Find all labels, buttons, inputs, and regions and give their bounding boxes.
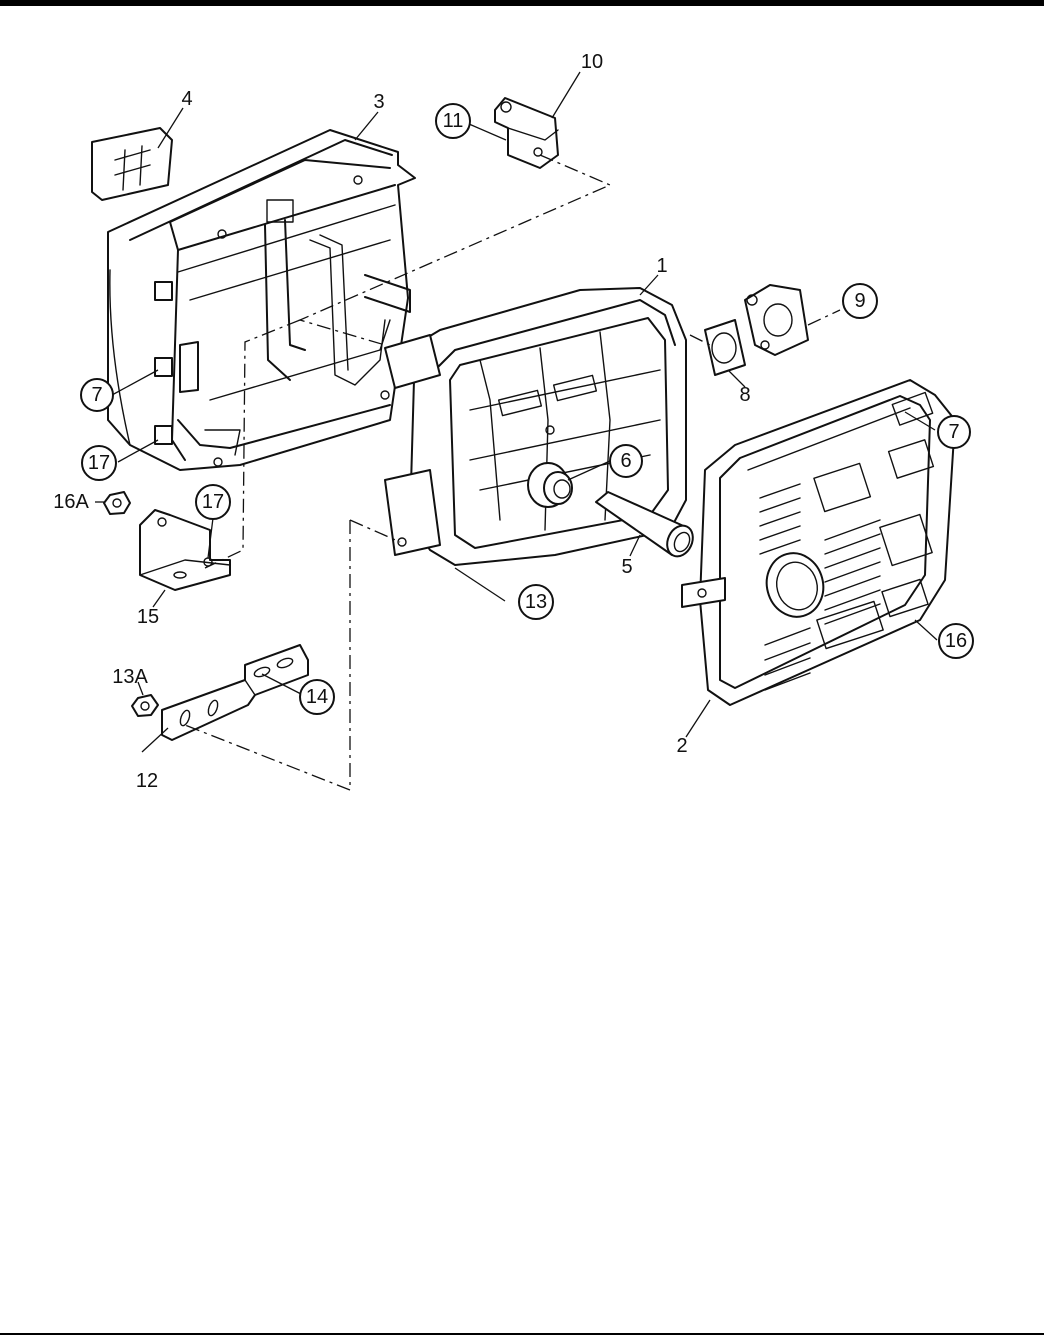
callout-13a: 13A [112, 666, 148, 688]
part-2-guard [682, 380, 955, 705]
callout-14: 14 [300, 680, 334, 714]
part-13a-nut [132, 695, 158, 716]
part-8-gasket [705, 320, 745, 375]
callout-6: 6 [610, 445, 642, 477]
svg-text:16A: 16A [53, 491, 89, 513]
svg-text:17: 17 [202, 491, 224, 513]
callout-16a: 16A [53, 491, 89, 513]
part-15-bracket [140, 510, 230, 590]
svg-text:13A: 13A [112, 666, 148, 688]
part-16a-nut [104, 492, 130, 514]
callout-8: 8 [739, 384, 750, 406]
callout-7-right: 7 [938, 416, 970, 448]
callout-9: 9 [843, 284, 877, 318]
callout-16: 16 [939, 624, 973, 658]
callout-7-left: 7 [81, 379, 113, 411]
callout-12: 12 [136, 770, 158, 792]
svg-text:16: 16 [945, 630, 967, 652]
callout-5: 5 [621, 556, 632, 578]
svg-text:4: 4 [181, 88, 192, 110]
callout-15: 15 [137, 606, 159, 628]
svg-text:12: 12 [136, 770, 158, 792]
svg-text:2: 2 [676, 735, 687, 757]
callout-17-left: 17 [82, 446, 116, 480]
part-10-11-bracket [495, 98, 558, 168]
svg-text:10: 10 [581, 51, 603, 73]
svg-text:7: 7 [91, 384, 102, 406]
svg-text:11: 11 [443, 110, 464, 132]
callout-11: 11 [436, 104, 470, 138]
part-12-14-bracket [162, 645, 308, 740]
svg-text:15: 15 [137, 606, 159, 628]
part-9-flange [745, 285, 808, 355]
svg-text:7: 7 [948, 421, 959, 443]
callout-4: 4 [181, 88, 192, 110]
callout-1: 1 [656, 255, 667, 277]
callout-3: 3 [373, 91, 384, 113]
callout-13: 13 [519, 585, 553, 619]
svg-text:9: 9 [854, 290, 865, 312]
svg-text:6: 6 [620, 450, 631, 472]
svg-text:17: 17 [88, 452, 110, 474]
svg-text:13: 13 [525, 591, 547, 613]
part-4-plate [92, 128, 172, 200]
svg-text:3: 3 [373, 91, 384, 113]
svg-text:8: 8 [739, 384, 750, 406]
callout-10: 10 [581, 51, 603, 73]
callout-2: 2 [676, 735, 687, 757]
callout-17-bracket: 17 [196, 485, 230, 519]
svg-text:1: 1 [656, 255, 667, 277]
svg-text:14: 14 [306, 686, 328, 708]
svg-text:5: 5 [621, 556, 632, 578]
